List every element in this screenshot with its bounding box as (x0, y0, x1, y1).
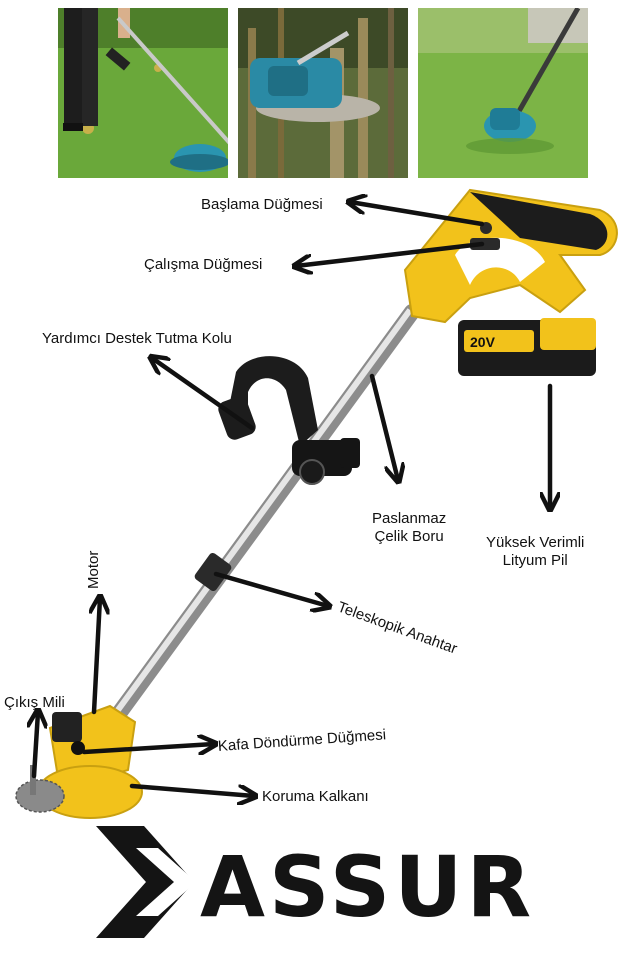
label-guard: Koruma Kalkanı (262, 788, 369, 805)
arrow-run-button (296, 241, 485, 266)
battery-badge: 20V (470, 334, 496, 350)
usage-photo-cutting-blade (238, 8, 408, 178)
steel-pipe (112, 304, 420, 720)
usage-photo-grass-trimming (418, 8, 588, 178)
usage-photo-person-trimming (58, 8, 228, 178)
main-handle (403, 188, 618, 324)
brand-logo-mark (96, 826, 196, 938)
telescopic-switch-collar (194, 553, 232, 591)
brand-logo: ASSUR (200, 838, 536, 936)
arrow-motor (94, 598, 100, 715)
label-start-button: Başlama Düğmesi (201, 196, 323, 213)
arrow-telescopic (213, 571, 328, 606)
label-run-button: Çalışma Düğmesi (144, 256, 263, 273)
label-output-shaft: Çıkış Mili (4, 694, 65, 711)
battery-pack: 20V (458, 318, 596, 376)
arrow-output-shaft (34, 712, 38, 779)
arrow-start-button (350, 202, 485, 227)
trimmer-head (15, 704, 143, 819)
arrow-aux-handle (152, 358, 255, 431)
arrow-guard (129, 783, 254, 796)
arrow-head-rotation (81, 744, 214, 752)
label-motor: Motor (85, 550, 102, 589)
label-battery: Yüksek Verimli Lityum Pil (486, 534, 585, 569)
label-steel-pipe: Paslanmaz Çelik Boru (372, 510, 447, 545)
label-aux-handle: Yardımcı Destek Tutma Kolu (42, 330, 232, 347)
arrow-steel-pipe (369, 373, 398, 480)
